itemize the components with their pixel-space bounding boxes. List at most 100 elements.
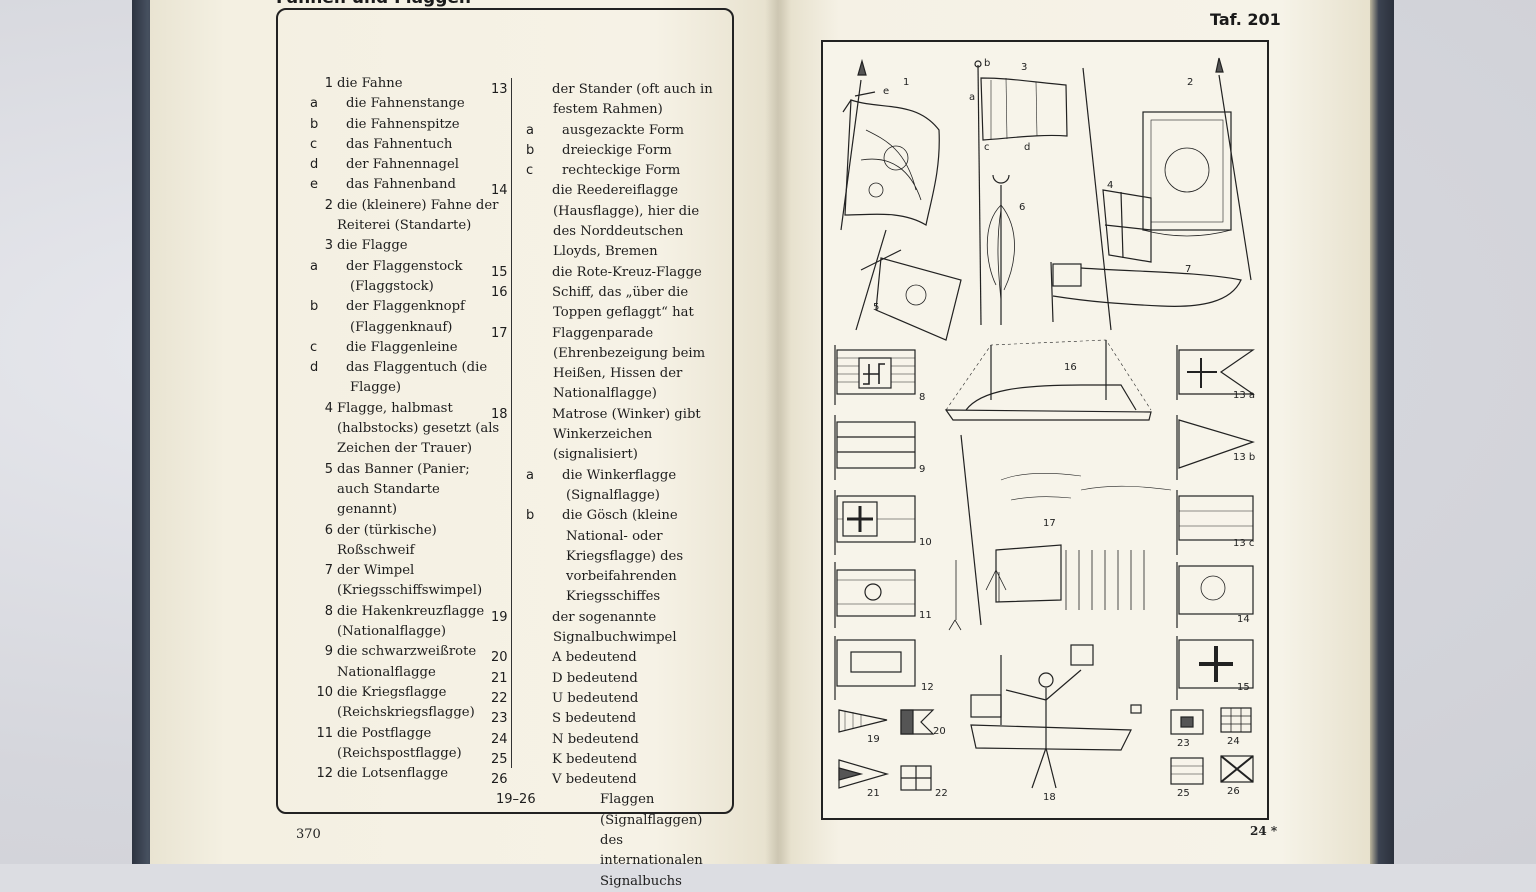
plate-number: Taf. 201 bbox=[1210, 10, 1281, 29]
label-13c: 13 c bbox=[1233, 538, 1254, 549]
label-a: a bbox=[969, 92, 975, 103]
label-19: 19 bbox=[867, 734, 880, 745]
illustration-flagge bbox=[974, 60, 1068, 326]
label-1: 1 bbox=[903, 77, 909, 88]
label-e: e bbox=[883, 86, 889, 97]
entry-text: das Flaggentuch (die Flagge) bbox=[346, 360, 488, 396]
illustration-flags-left bbox=[834, 345, 916, 700]
entry-number: 26 bbox=[491, 772, 508, 788]
entry-number: 19 bbox=[491, 609, 508, 625]
entry-text: ausgezackte Form bbox=[562, 122, 685, 138]
entry-text: Flagge, halbmast (halbstocks) gesetzt (a… bbox=[337, 400, 500, 457]
label-18: 18 bbox=[1043, 792, 1056, 803]
entry-text: S bedeutend bbox=[552, 711, 637, 727]
entry-text: die Lotsenflagge bbox=[337, 766, 449, 782]
entry-text: Matrose (Winker) gibt Winkerzeichen (sig… bbox=[552, 406, 701, 463]
entry-letter: a bbox=[526, 467, 534, 483]
entry-letter: b bbox=[526, 508, 535, 524]
entry-number: 6 bbox=[324, 522, 333, 538]
legend-entry: b dreieckige Form bbox=[522, 141, 718, 161]
label-11: 11 bbox=[919, 610, 932, 621]
entry-text: dreieckige Form bbox=[562, 142, 672, 158]
illustration-standarte bbox=[1142, 57, 1252, 281]
entry-text: der Flaggenstock (Flaggstock) bbox=[346, 258, 463, 294]
illustration-signal-flags bbox=[838, 707, 1254, 791]
label-7: 7 bbox=[1185, 264, 1191, 275]
entry-text: der Wimpel (Kriegsschiffswimpel) bbox=[337, 563, 483, 599]
right-legend-column: 13 der Stander (oft auch in festem Rahmen… bbox=[491, 80, 718, 892]
entry-text: der sogenannte Signalbuchwimpel bbox=[552, 609, 677, 646]
label-13a: 13 a bbox=[1233, 390, 1255, 401]
entry-text: D bedeutend bbox=[552, 670, 638, 686]
label-8: 8 bbox=[919, 392, 925, 403]
entry-text: die Rote-Kreuz-Flagge bbox=[552, 264, 702, 280]
entry-letter: c bbox=[526, 163, 534, 179]
entry-text: der Stander (oft auch in festem Rahmen) bbox=[552, 82, 713, 118]
label-26: 26 bbox=[1227, 786, 1240, 797]
entry-number: 22 bbox=[491, 690, 508, 706]
legend-entry: a der Flaggenstock (Flaggstock) bbox=[306, 257, 504, 298]
label-12: 12 bbox=[921, 682, 934, 693]
running-head: Fahnen und Flaggen bbox=[276, 0, 471, 8]
illustration-matrose bbox=[970, 644, 1142, 789]
entry-text: die (kleinere) Fahne der Reiterei (Stand… bbox=[337, 197, 499, 234]
entry-number: 19–26 bbox=[496, 792, 536, 808]
entry-number: 13 bbox=[491, 82, 508, 97]
entry-text: der Flaggenknopf (Flaggenknauf) bbox=[346, 299, 465, 335]
entry-text: das Fahnenband bbox=[346, 177, 456, 193]
entry-letter: b bbox=[526, 142, 535, 158]
entry-text: die Hakenkreuzflagge (Nationalflagge) bbox=[337, 603, 485, 640]
label-21: 21 bbox=[867, 788, 880, 799]
entry-text: die Reedereiflagge (Hausflagge), hier di… bbox=[552, 183, 700, 260]
illustration-flags-right bbox=[1176, 345, 1255, 700]
book-gutter bbox=[765, 0, 791, 864]
label-2: 2 bbox=[1187, 77, 1193, 88]
label-5: 5 bbox=[873, 302, 879, 313]
entry-number: 12 bbox=[316, 766, 333, 782]
entry-number: 16 bbox=[491, 284, 508, 300]
entry-text: die Flaggenleine bbox=[346, 339, 458, 355]
entry-text: Schiff, das „über die Toppen geflaggt“ h… bbox=[552, 284, 694, 321]
entry-number: 7 bbox=[324, 563, 333, 579]
entry-letter: c bbox=[310, 136, 318, 152]
legend-entry: 13 der Stander (oft auch in festem Rahmen… bbox=[491, 80, 718, 121]
entry-text: der (türkische) Roßschweif bbox=[337, 522, 437, 558]
entry-text: N bedeutend bbox=[552, 731, 639, 747]
label-25: 25 bbox=[1177, 788, 1190, 799]
entry-text: die schwarzweißrote Nationalflagge bbox=[337, 644, 477, 680]
illustration-schiff bbox=[944, 339, 1152, 421]
entry-number: 8 bbox=[324, 603, 333, 619]
page-number-left: 370 bbox=[296, 827, 321, 842]
label-13b: 13 b bbox=[1233, 452, 1255, 463]
entry-number: 10 bbox=[316, 684, 333, 700]
entry-number: 23 bbox=[491, 711, 508, 727]
entry-letter: a bbox=[310, 96, 318, 112]
entry-number: 4 bbox=[324, 400, 333, 416]
entry-letter: b bbox=[310, 299, 319, 315]
entry-number: 17 bbox=[491, 325, 508, 341]
entry-text: die Flagge bbox=[337, 238, 408, 254]
label-20: 20 bbox=[933, 726, 946, 737]
entry-number: 25 bbox=[491, 751, 508, 767]
illustration-flaggenparade bbox=[948, 434, 1172, 631]
entry-letter: a bbox=[310, 258, 318, 274]
legend-entry: b der Flaggenknopf (Flaggenknauf) bbox=[306, 297, 504, 338]
entry-number: 3 bbox=[324, 238, 333, 254]
